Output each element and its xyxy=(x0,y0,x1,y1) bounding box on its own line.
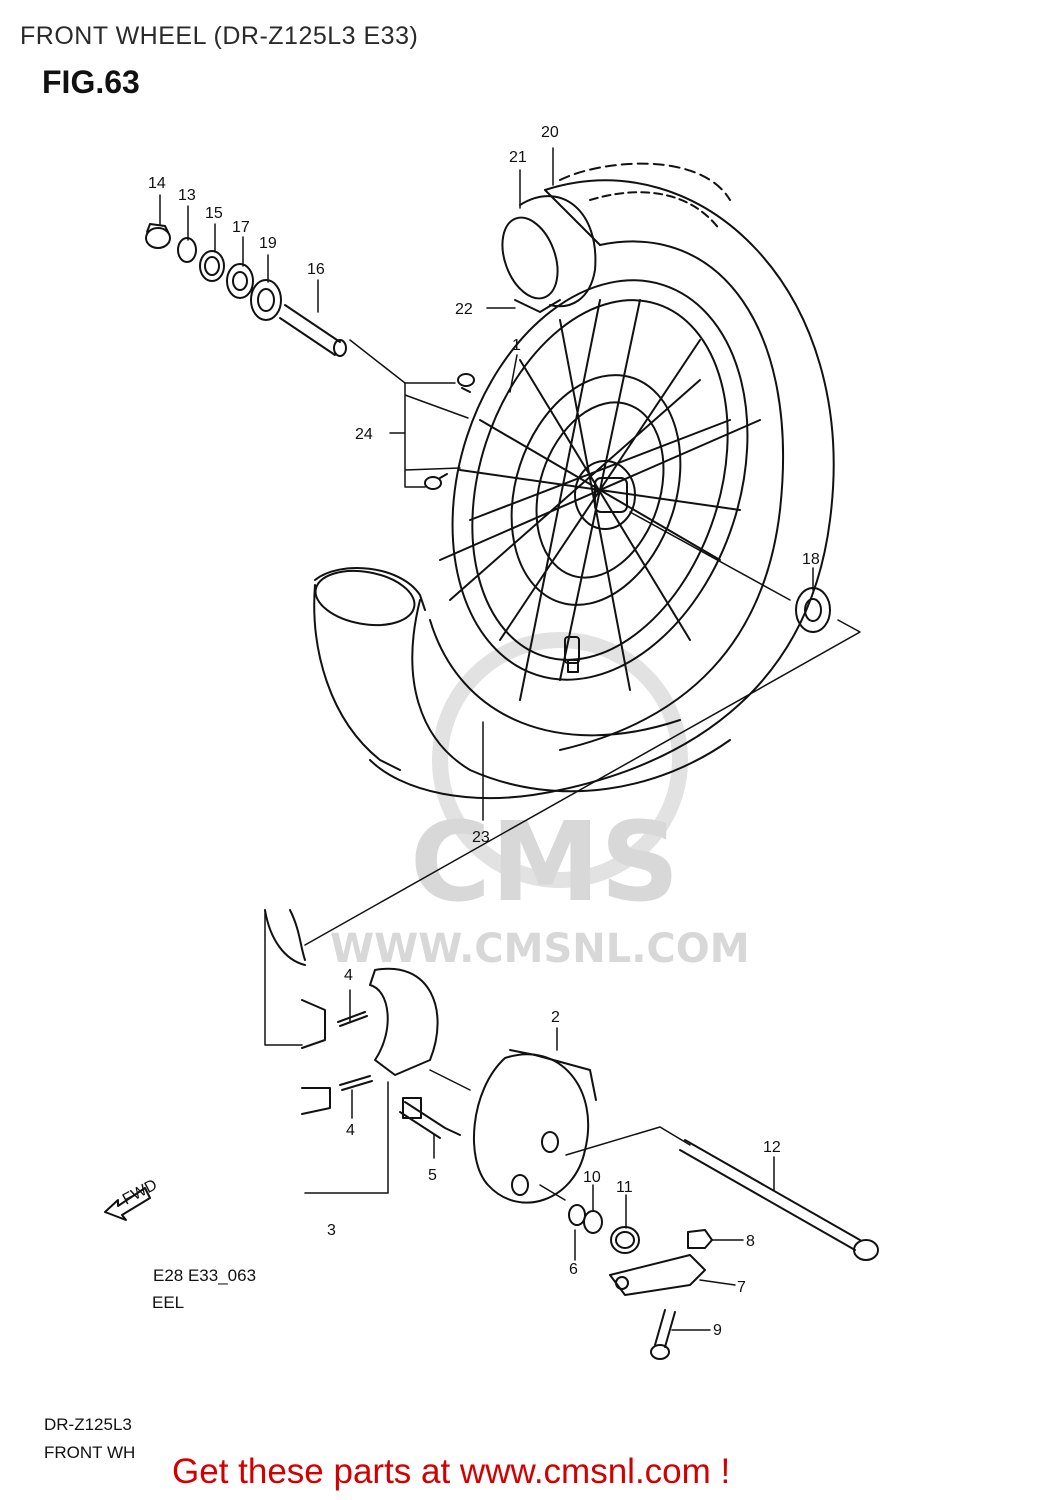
fwd-arrow-icon xyxy=(104,1187,151,1221)
brake-shoe-part-3 xyxy=(264,909,439,1115)
rim-part-1 xyxy=(439,279,761,701)
callout-13: 13 xyxy=(178,187,196,204)
rim-band-part-22 xyxy=(514,299,561,313)
callout-10: 10 xyxy=(583,1169,601,1186)
watermark-logo-text: CMS xyxy=(410,798,679,926)
callout-2: 2 xyxy=(551,1009,560,1026)
callout-12: 12 xyxy=(763,1139,781,1156)
axle-nut-part-14 xyxy=(145,223,171,249)
callout-22: 22 xyxy=(455,301,473,318)
washer-part-13 xyxy=(177,237,197,263)
callout-3: 3 xyxy=(327,1222,336,1239)
cam-part-5 xyxy=(399,1097,461,1139)
tire-part-20 xyxy=(369,162,835,800)
callout-24: 24 xyxy=(355,426,373,443)
seal-part-15 xyxy=(199,250,225,282)
disc-bolt-lower xyxy=(424,473,448,490)
shop-link[interactable]: Get these parts at www.cmsnl.com ! xyxy=(172,1452,731,1491)
figure-number: FIG.63 xyxy=(42,64,140,100)
disc-bolt-upper xyxy=(457,373,475,393)
watermark-ring xyxy=(432,632,688,888)
callout-11: 11 xyxy=(616,1179,633,1196)
callout-14: 14 xyxy=(148,175,166,192)
callout-4-lower: 4 xyxy=(346,1122,355,1139)
callout-18: 18 xyxy=(802,551,820,568)
cms-watermark: CMS WWW.CMSNL.COM xyxy=(330,632,750,972)
oring-part-10 xyxy=(583,1210,603,1234)
brake-panel-part-2 xyxy=(473,1049,597,1204)
spacer-part-16 xyxy=(279,304,347,357)
callout-15: 15 xyxy=(205,205,223,222)
callout-8: 8 xyxy=(746,1233,755,1250)
page-title: FRONT WHEEL (DR-Z125L3 E33) xyxy=(20,22,419,50)
region-code: EEL xyxy=(152,1293,185,1312)
clip-part-11 xyxy=(610,1226,640,1254)
spring-part-4-upper xyxy=(337,1011,368,1027)
axle-part-12 xyxy=(679,1139,879,1261)
callout-9: 9 xyxy=(713,1322,722,1339)
nut-part-8 xyxy=(687,1229,713,1249)
callout-17: 17 xyxy=(232,219,250,236)
callout-labels: 20 21 14 13 15 17 19 16 22 1 24 18 23 4 … xyxy=(148,124,820,1339)
leader-lines xyxy=(159,147,861,1331)
valve-stem xyxy=(564,636,580,673)
callout-20: 20 xyxy=(541,124,559,141)
model-name: DR-Z125L3 xyxy=(44,1415,132,1434)
diagram-code: E28 E33_063 xyxy=(153,1266,257,1285)
callout-21: 21 xyxy=(509,149,527,166)
callout-7: 7 xyxy=(737,1279,746,1296)
callout-16: 16 xyxy=(307,261,325,278)
bearing-part-17 xyxy=(226,263,254,299)
tire-section-part-23 xyxy=(313,567,731,793)
watermark-url-text: WWW.CMSNL.COM xyxy=(330,926,750,972)
bolt-part-9 xyxy=(650,1309,676,1360)
spring-part-4-lower xyxy=(339,1075,373,1091)
lever-part-7 xyxy=(609,1254,706,1296)
section-name: FRONT WH xyxy=(44,1443,136,1462)
callout-5: 5 xyxy=(428,1167,437,1184)
callout-19: 19 xyxy=(259,235,277,252)
callout-1: 1 xyxy=(512,337,521,354)
callout-23: 23 xyxy=(472,829,490,846)
callout-4-upper: 4 xyxy=(344,967,353,984)
callout-6: 6 xyxy=(569,1261,578,1278)
tube-part-21 xyxy=(501,195,597,308)
bearing-part-19 xyxy=(250,279,282,321)
washer-part-6 xyxy=(568,1204,586,1226)
